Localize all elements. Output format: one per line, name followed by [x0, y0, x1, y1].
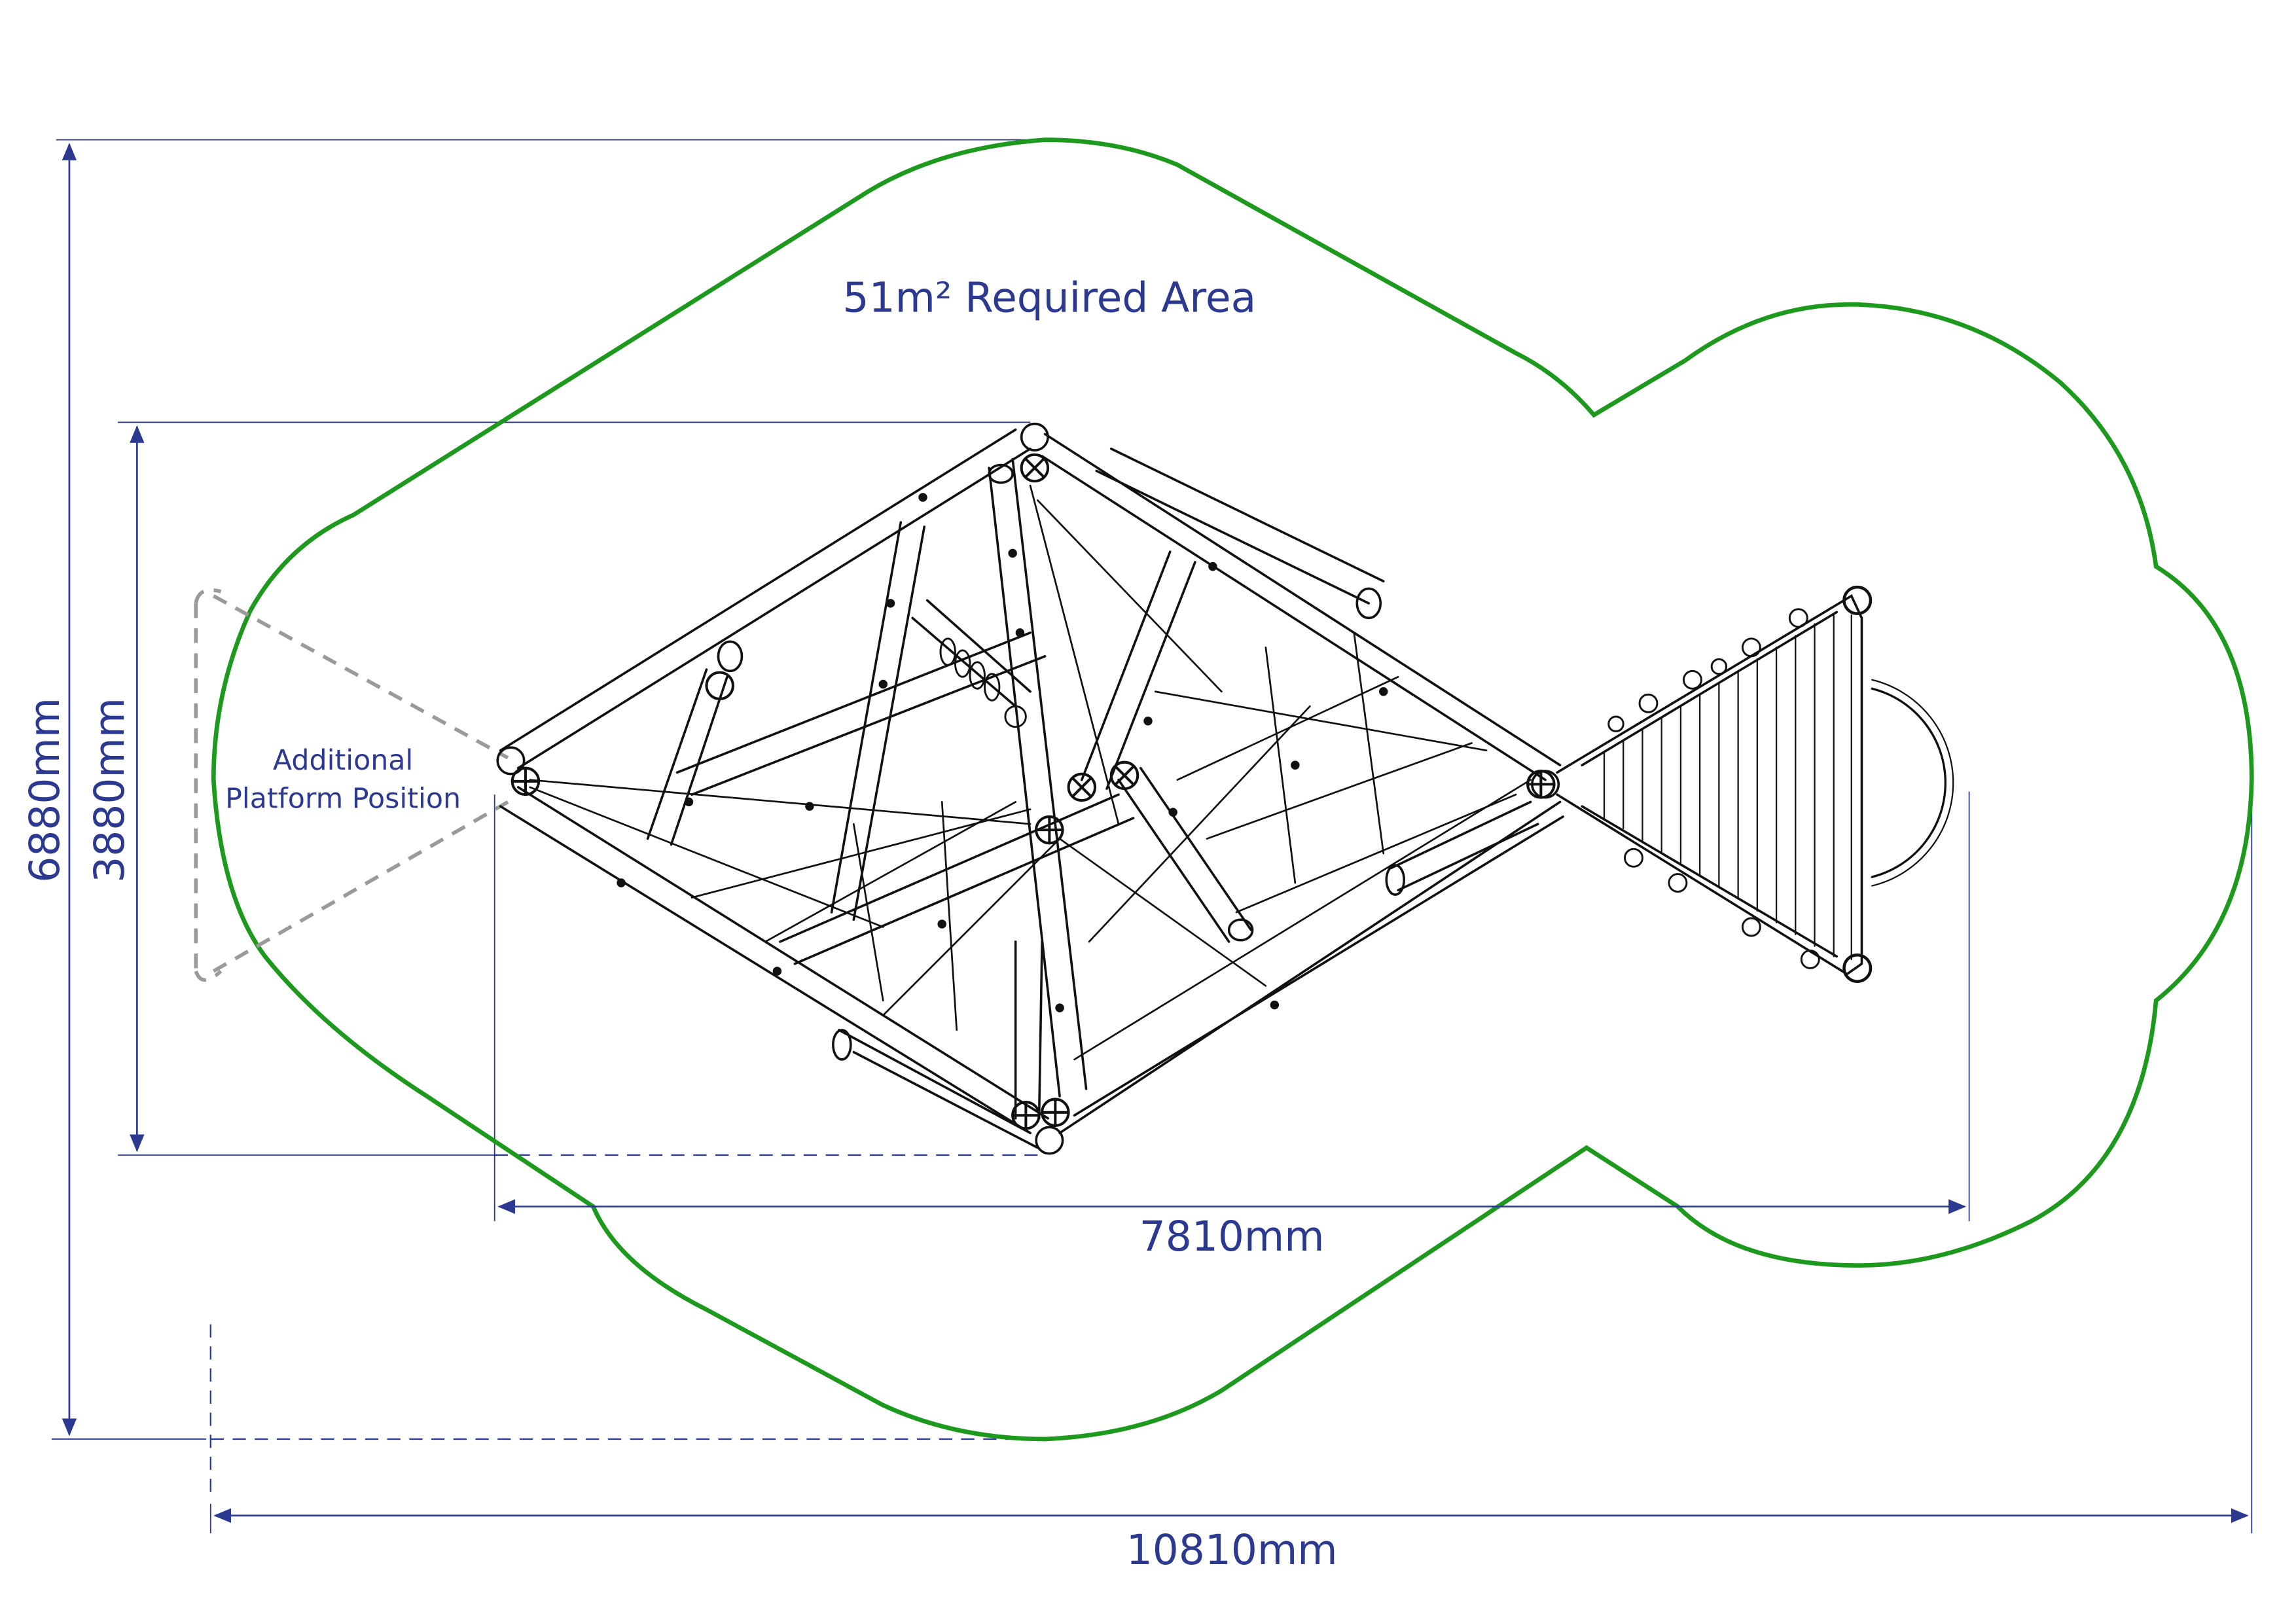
required-area-label: 51m² Required Area: [843, 274, 1257, 322]
dimension-lines: [62, 143, 2249, 1524]
joint-markers: [511, 453, 1556, 1130]
extension-lines: [51, 139, 2253, 1533]
required-area-outline: [211, 137, 2254, 1442]
overall-height-label: 6880mm: [21, 698, 69, 883]
play-structure: [496, 422, 1954, 1155]
structure-height-label: 3880mm: [86, 698, 134, 883]
additional-platform-label-line1: Additional: [273, 744, 413, 777]
structure-width-label: 7810mm: [1139, 1213, 1325, 1260]
additional-platform-label-line2: Platform Position: [225, 782, 461, 815]
overall-width-label: 10810mm: [1126, 1526, 1338, 1574]
additional-platform-outline: [194, 588, 509, 982]
